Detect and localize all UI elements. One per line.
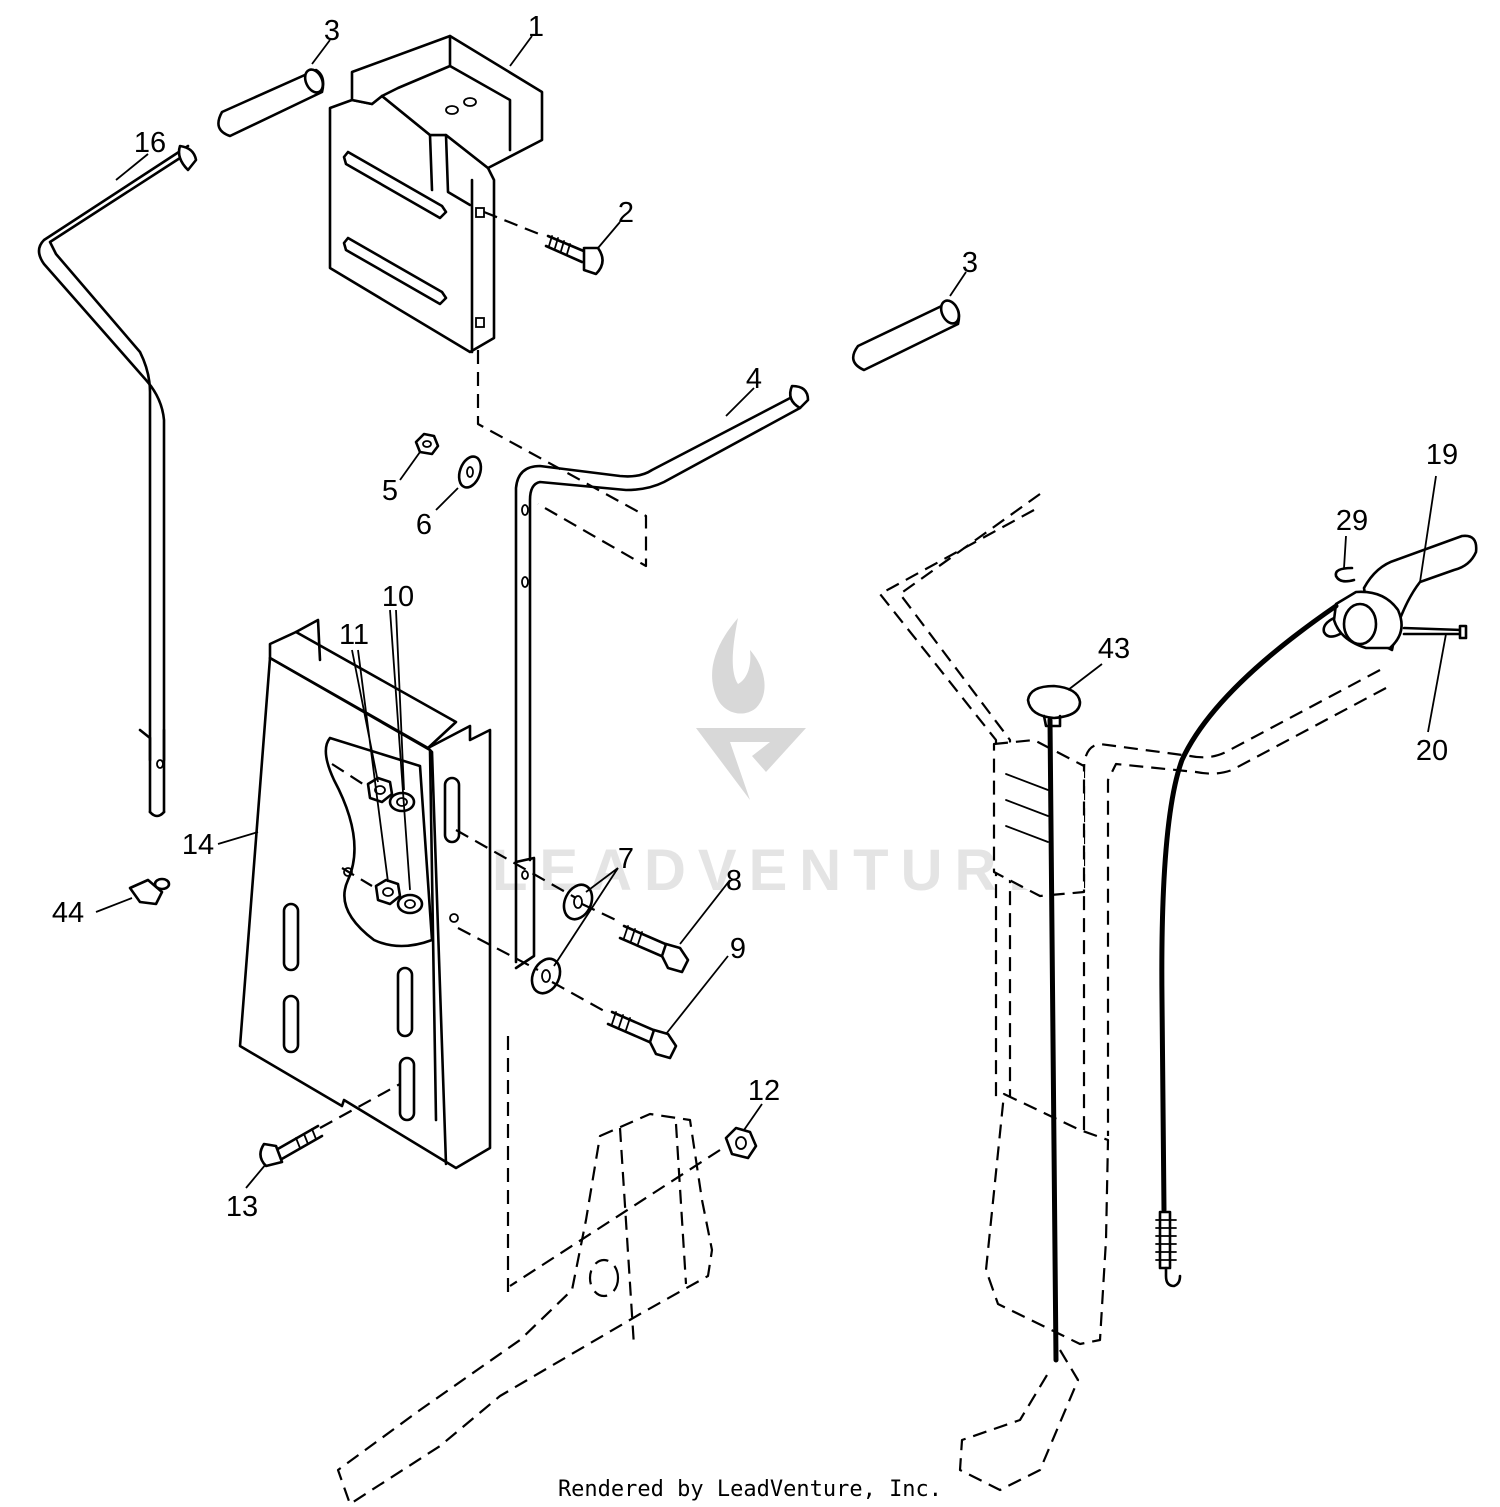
callout-8: 8	[726, 865, 742, 897]
part-16-handle-left	[37, 144, 198, 818]
callout-11: 11	[339, 619, 369, 651]
leadventure-watermark: LEADVENTURE	[492, 618, 1047, 903]
callout-29: 29	[1336, 505, 1368, 537]
part-44-clamp	[128, 877, 171, 906]
part-3-grip-left	[217, 68, 325, 138]
callout-9: 9	[730, 933, 746, 965]
part-3-grip-right	[851, 299, 961, 372]
part-10-11-hardware	[366, 776, 424, 915]
leader-lines	[95, 35, 1447, 1189]
callout-16: 16	[134, 127, 166, 159]
part-4-handle-right	[514, 384, 810, 970]
control-cable	[1155, 603, 1339, 1288]
callout-19: 19	[1426, 439, 1458, 471]
callout-5: 5	[382, 475, 398, 507]
part-2-bolt	[544, 234, 604, 276]
part-12-nut	[724, 1126, 758, 1160]
part-6-washer	[457, 455, 483, 489]
part-9-bolt	[606, 1010, 678, 1060]
callout-4: 4	[746, 363, 762, 395]
callout-3-left: 3	[324, 15, 340, 47]
reference-handle-frame-right	[878, 493, 1387, 1492]
part-1-cover	[328, 34, 544, 354]
reference-frame-lower-left	[336, 1036, 714, 1506]
part-29-clip	[1322, 566, 1356, 638]
callout-44: 44	[52, 897, 84, 929]
part-5-nut	[414, 432, 440, 456]
callout-3-right: 3	[962, 247, 978, 279]
part-19-control-lever	[1332, 534, 1478, 652]
callout-14: 14	[182, 829, 214, 861]
callout-20: 20	[1416, 735, 1448, 767]
callout-13: 13	[226, 1191, 258, 1223]
part-20-pin	[1402, 624, 1468, 640]
callout-1: 1	[528, 11, 544, 43]
credit-text: Rendered by LeadVenture, Inc.	[558, 1477, 942, 1502]
callout-7: 7	[618, 843, 634, 875]
part-8-bolt	[618, 924, 690, 974]
assembly-lines	[319, 210, 721, 1287]
callout-10: 10	[382, 581, 414, 613]
part-13-bolt	[259, 1124, 324, 1168]
callout-12: 12	[748, 1075, 780, 1107]
part-14-mounting-plate	[238, 618, 492, 1170]
callout-43: 43	[1098, 633, 1130, 665]
part-43-rod	[1026, 684, 1082, 1363]
callout-6: 6	[416, 509, 432, 541]
callout-labels: 1 2 3 3 4 5 6 7 8 9 10 11 12 13 14 16 19…	[52, 11, 1458, 1223]
callout-2: 2	[618, 197, 634, 229]
